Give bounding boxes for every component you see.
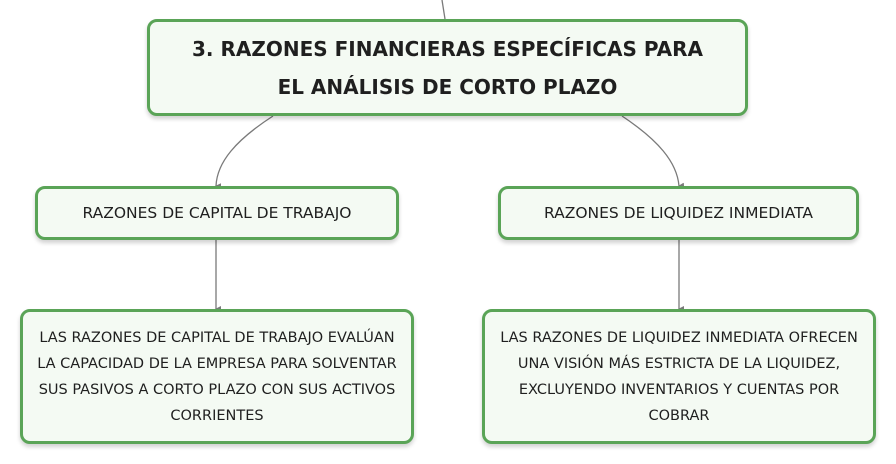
description-text-capital-de-trabajo: LAS RAZONES DE CAPITAL DE TRABAJO EVALÚA…	[37, 329, 397, 424]
connector-main-to-capital	[215, 115, 274, 190]
connector-main-to-liquidez	[621, 115, 685, 189]
subtopic-label-liquidez-inmediata: RAZONES DE LIQUIDEZ INMEDIATA	[543, 204, 814, 222]
main-topic-label: 3. RAZONES FINANCIERAS ESPECÍFICAS PARA …	[191, 36, 704, 99]
description-text-liquidez-inmediata: LAS RAZONES DE LIQUIDEZ INMEDIATA OFRECE…	[500, 329, 858, 424]
description-node-liquidez-inmediata[interactable]: LAS RAZONES DE LIQUIDEZ INMEDIATA OFRECE…	[482, 309, 876, 444]
subtopic-node-liquidez-inmediata[interactable]: RAZONES DE LIQUIDEZ INMEDIATA	[498, 186, 859, 240]
connector-from-parent	[441, 0, 446, 20]
main-topic-node[interactable]: 3. RAZONES FINANCIERAS ESPECÍFICAS PARA …	[147, 19, 748, 116]
subtopic-label-capital-de-trabajo: RAZONES DE CAPITAL DE TRABAJO	[82, 204, 352, 222]
description-node-capital-de-trabajo[interactable]: LAS RAZONES DE CAPITAL DE TRABAJO EVALÚA…	[20, 309, 414, 444]
subtopic-node-capital-de-trabajo[interactable]: RAZONES DE CAPITAL DE TRABAJO	[35, 186, 399, 240]
